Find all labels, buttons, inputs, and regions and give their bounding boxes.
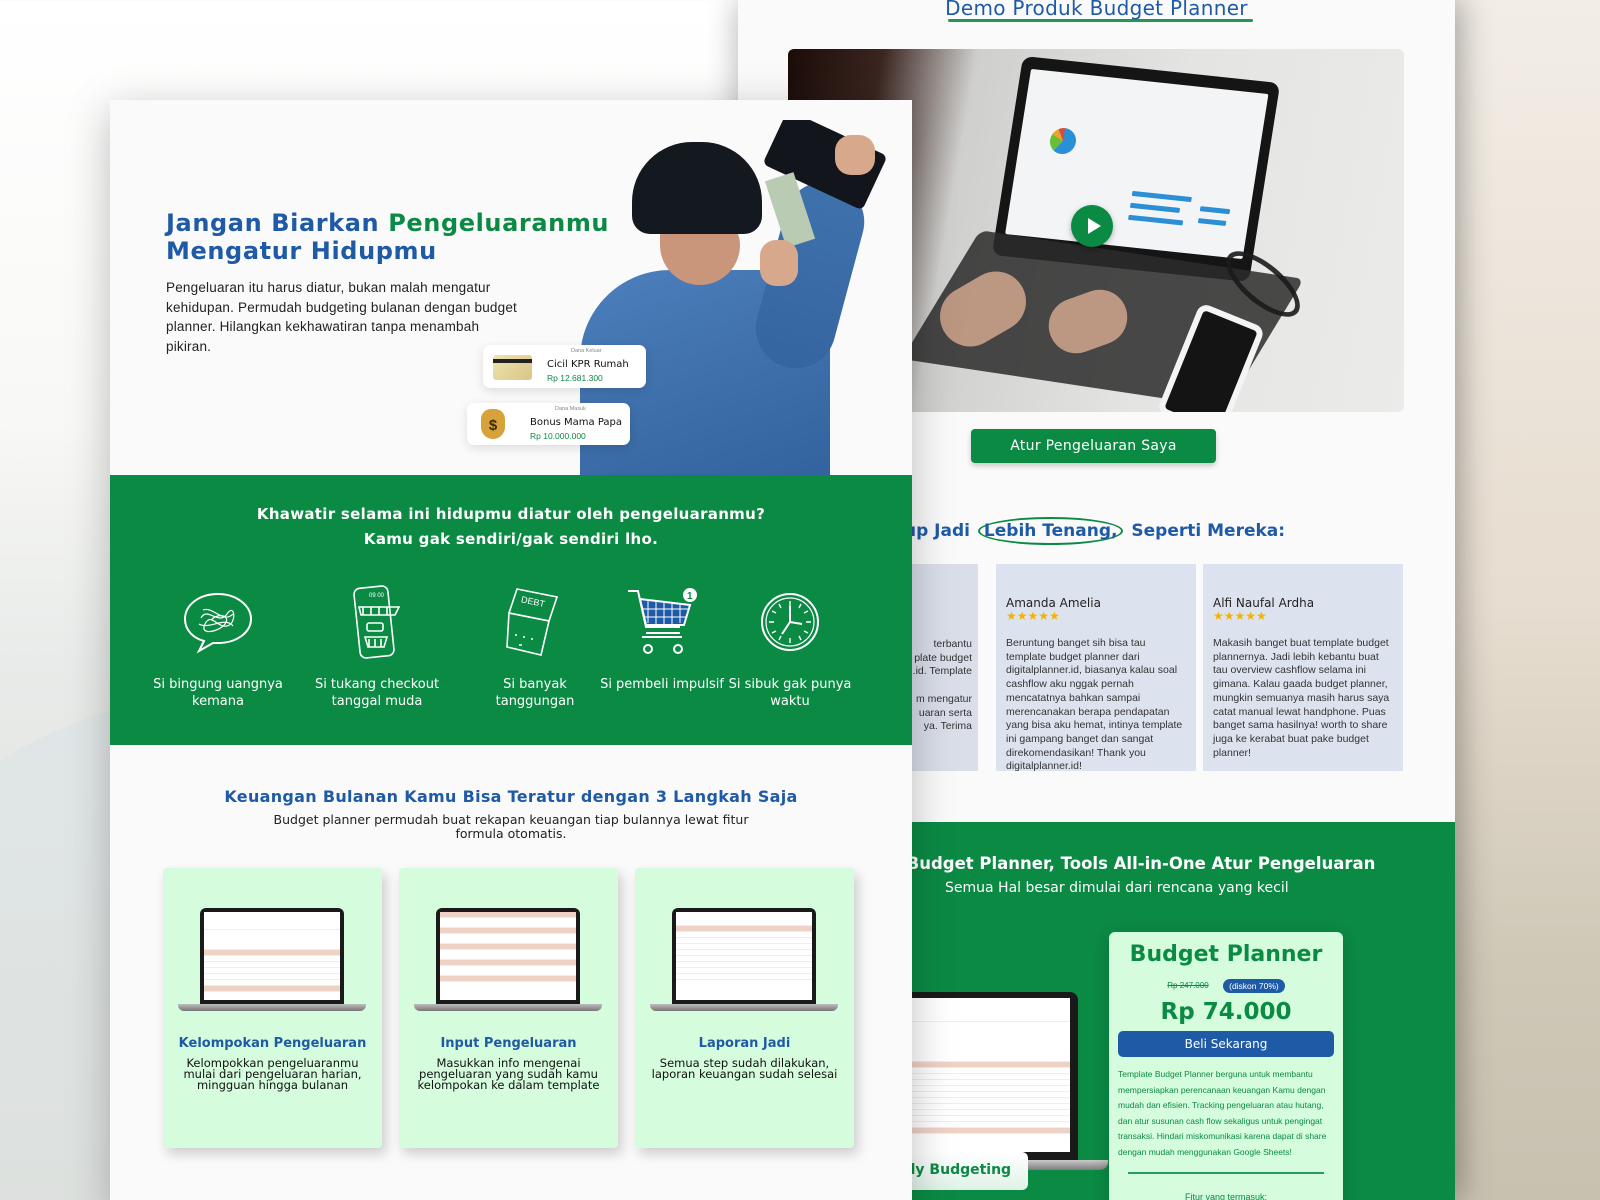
money-bag-icon: $ — [481, 409, 505, 439]
landing-page-preview-front: Jangan Biarkan Pengeluaranmu Mengatur Hi… — [110, 100, 912, 1200]
testimonial-card: Alfi Naufal Ardha ★★★★★ Makasih banget b… — [1203, 564, 1403, 771]
worry-section: Khawatir selama ini hidupmu diatur oleh … — [110, 475, 912, 745]
reviewer-name: Amanda Amelia — [1006, 596, 1101, 610]
demo-section-title: Demo Produk Budget Planner — [945, 0, 1248, 20]
step-card: Kelompokan Pengeluaran Kelompokkan penge… — [163, 868, 382, 1148]
clock-icon — [751, 583, 829, 661]
spreadsheet-laptop-image — [200, 908, 344, 1004]
review-text: Beruntung banget sih bisa tau template b… — [1006, 637, 1183, 773]
step-title: Kelompokan Pengeluaran — [178, 1036, 367, 1051]
income-card: $ Dana Masuk Bonus Mama Papa Rp 10.000.0… — [467, 403, 630, 445]
svg-text:1: 1 — [687, 591, 693, 602]
worry-item: 1 Si pembeli impulsif — [592, 583, 732, 693]
step-card: Laporan Jadi Semua step sudah dilakukan,… — [635, 868, 854, 1148]
product-section-subtitle: Semua Hal besar dimulai dari rencana yan… — [945, 880, 1289, 896]
step-description: Kelompokkan pengeluaranmu mulai dari pen… — [183, 1056, 362, 1092]
step-description: Masukkan info mengenai pengeluaran yang … — [417, 1056, 600, 1092]
steps-title: Keuangan Bulanan Kamu Bisa Teratur denga… — [224, 787, 798, 806]
shopping-cart-icon: 1 — [623, 583, 701, 661]
calendar-laptop-image — [436, 908, 580, 1004]
worry-question: Khawatir selama ini hidupmu diatur oleh … — [256, 505, 766, 548]
brush-underline — [948, 19, 1253, 22]
phone-shop-icon: 09 00 — [338, 583, 416, 661]
pricing-card: Budget Planner Rp 247.000 (diskon 70%) R… — [1109, 932, 1343, 1200]
step-title: Laporan Jadi — [698, 1036, 791, 1051]
worry-item: Si sibuk gak punya waktu — [720, 583, 860, 710]
expense-card: Dana Keluar Cicil KPR Rumah Rp 12.681.30… — [483, 345, 646, 388]
svg-text:09 00: 09 00 — [369, 593, 385, 599]
old-price: Rp 247.000 — [1167, 981, 1209, 991]
star-rating-icon: ★★★★★ — [1006, 609, 1060, 623]
features-heading: Fitur yang termasuk: — [1184, 1192, 1268, 1200]
worry-item: Si bingung uangnya kemana — [148, 583, 288, 710]
play-icon[interactable] — [1071, 205, 1113, 247]
step-card: Input Pengeluaran Masukkan info mengenai… — [399, 868, 618, 1148]
report-laptop-image — [672, 908, 816, 1004]
product-name: Budget Planner — [1129, 942, 1323, 967]
hero-title: Jangan Biarkan Pengeluaranmu Mengatur Hi… — [166, 209, 610, 265]
worry-item: 09 00 Si tukang checkout tanggal muda — [307, 583, 447, 710]
reviewer-name: Alfi Naufal Ardha — [1213, 596, 1315, 610]
circled-highlight: Lebih Tenang, — [977, 517, 1124, 545]
testimonials-title: idup Jadi Lebih Tenang, Seperti Mereka: — [886, 517, 1285, 545]
product-description: Template Budget Planner berguna untuk me… — [1118, 1069, 1327, 1157]
divider — [1128, 1172, 1324, 1174]
debt-bill-icon: DEBT — [496, 583, 574, 661]
tangled-thought-icon — [179, 583, 257, 661]
testimonial-card: Amanda Amelia ★★★★★ Beruntung banget sih… — [996, 564, 1196, 773]
current-price: Rp 74.000 — [1160, 999, 1292, 1025]
review-text: Makasih banget buat template budget plan… — [1213, 637, 1390, 759]
worry-item: DEBT Si banyak tanggungan — [465, 583, 605, 710]
star-rating-icon: ★★★★★ — [1213, 609, 1267, 623]
product-section-title: an Budget Planner, Tools All-in-One Atur… — [878, 854, 1376, 873]
hero-description: Pengeluaran itu harus diatur, bukan mala… — [166, 280, 517, 354]
step-title: Input Pengeluaran — [440, 1036, 577, 1051]
svg-text:DEBT: DEBT — [520, 594, 546, 609]
steps-subtitle: Budget planner permudah buat rekapan keu… — [273, 812, 749, 841]
buy-now-button[interactable]: Beli Sekarang — [1118, 1031, 1334, 1057]
discount-badge: (diskon 70%) — [1223, 978, 1285, 993]
credit-card-icon — [493, 355, 532, 380]
step-description: Semua step sudah dilakukan, laporan keua… — [651, 1056, 838, 1081]
pie-chart-graphic — [1048, 126, 1078, 156]
atur-pengeluaran-button[interactable]: Atur Pengeluaran Saya — [971, 429, 1216, 463]
